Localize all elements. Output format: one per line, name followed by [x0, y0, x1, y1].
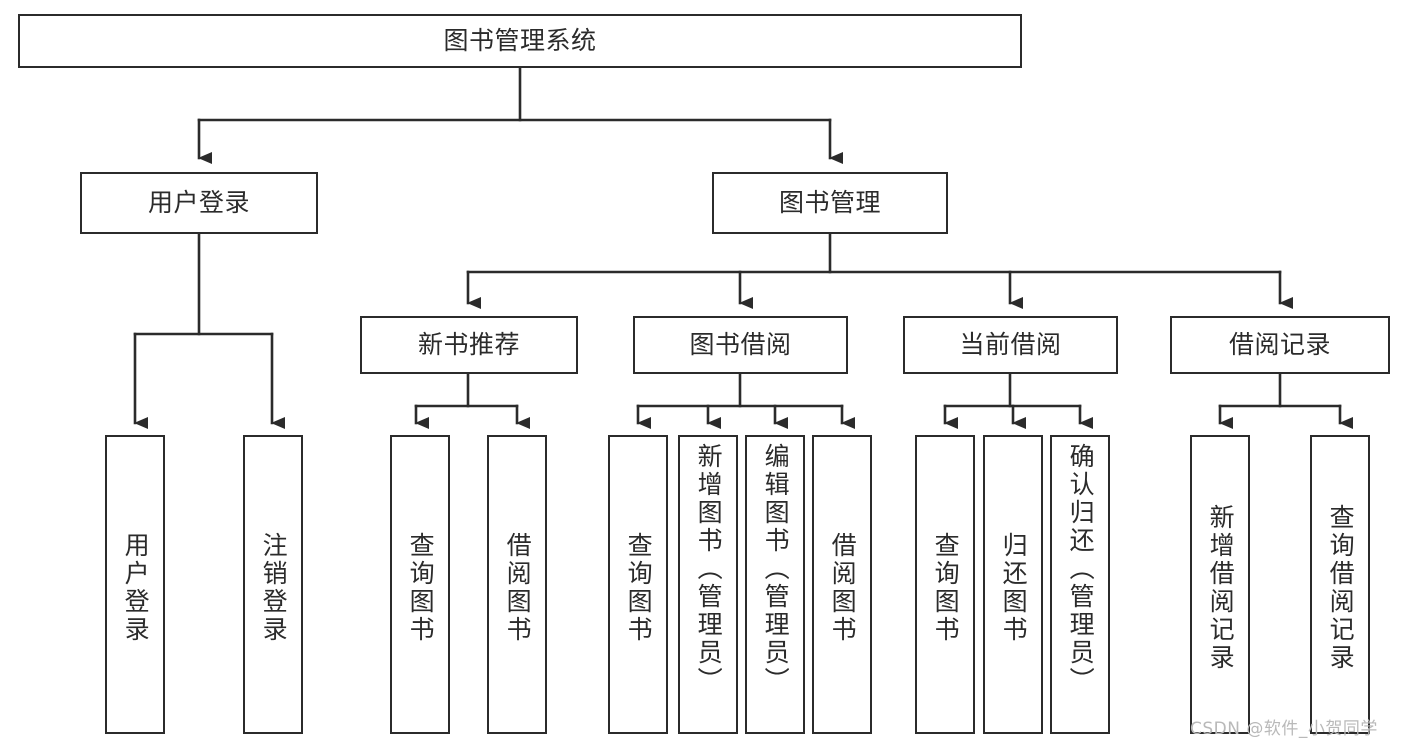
leaf-book-borrow-query[interactable]: 查询图书: [608, 435, 668, 734]
node-label: 编辑图书（管理员）: [761, 443, 791, 695]
leaf-borrow-record-query[interactable]: 查询借阅记录: [1310, 435, 1370, 734]
node-label: 当前借阅: [959, 330, 1062, 360]
leaf-user-login-login[interactable]: 用户登录: [105, 435, 165, 734]
node-label: 新增借阅记录: [1206, 503, 1236, 672]
node-label: 查询图书: [624, 531, 654, 644]
node-user-login[interactable]: 用户登录: [80, 172, 318, 234]
node-root-book-management-system[interactable]: 图书管理系统: [18, 14, 1022, 68]
leaf-book-borrow-add[interactable]: 新增图书（管理员）: [678, 435, 738, 734]
leaf-book-borrow-borrow[interactable]: 借阅图书: [812, 435, 872, 734]
node-label: 注销登录: [259, 531, 289, 644]
node-label: 新增图书（管理员）: [694, 443, 724, 695]
node-label: 图书管理: [778, 188, 881, 218]
leaf-current-borrow-confirm-return[interactable]: 确认归还（管理员）: [1050, 435, 1110, 734]
leaf-current-borrow-return[interactable]: 归还图书: [983, 435, 1043, 734]
node-book-management[interactable]: 图书管理: [712, 172, 948, 234]
node-borrow-record[interactable]: 借阅记录: [1170, 316, 1390, 374]
leaf-new-book-query[interactable]: 查询图书: [390, 435, 450, 734]
leaf-new-book-borrow[interactable]: 借阅图书: [487, 435, 547, 734]
node-label: 确认归还（管理员）: [1066, 443, 1096, 695]
node-label: 借阅图书: [828, 531, 858, 644]
leaf-book-borrow-edit[interactable]: 编辑图书（管理员）: [745, 435, 805, 734]
node-new-book-recommend[interactable]: 新书推荐: [360, 316, 578, 374]
node-label: 归还图书: [999, 531, 1029, 644]
node-current-borrow[interactable]: 当前借阅: [903, 316, 1118, 374]
node-label: 新书推荐: [417, 330, 520, 360]
node-label: 图书借阅: [689, 330, 792, 360]
node-label: 用户登录: [147, 188, 250, 218]
node-label: 查询图书: [931, 531, 961, 644]
leaf-borrow-record-add[interactable]: 新增借阅记录: [1190, 435, 1250, 734]
leaf-current-borrow-query[interactable]: 查询图书: [915, 435, 975, 734]
node-label: 图书管理系统: [443, 26, 597, 56]
node-book-borrow[interactable]: 图书借阅: [633, 316, 848, 374]
node-label: 借阅记录: [1228, 330, 1331, 360]
node-label: 用户登录: [121, 531, 151, 644]
node-label: 借阅图书: [503, 531, 533, 644]
node-label: 查询图书: [406, 531, 436, 644]
leaf-user-login-logout[interactable]: 注销登录: [243, 435, 303, 734]
node-label: 查询借阅记录: [1326, 503, 1356, 672]
